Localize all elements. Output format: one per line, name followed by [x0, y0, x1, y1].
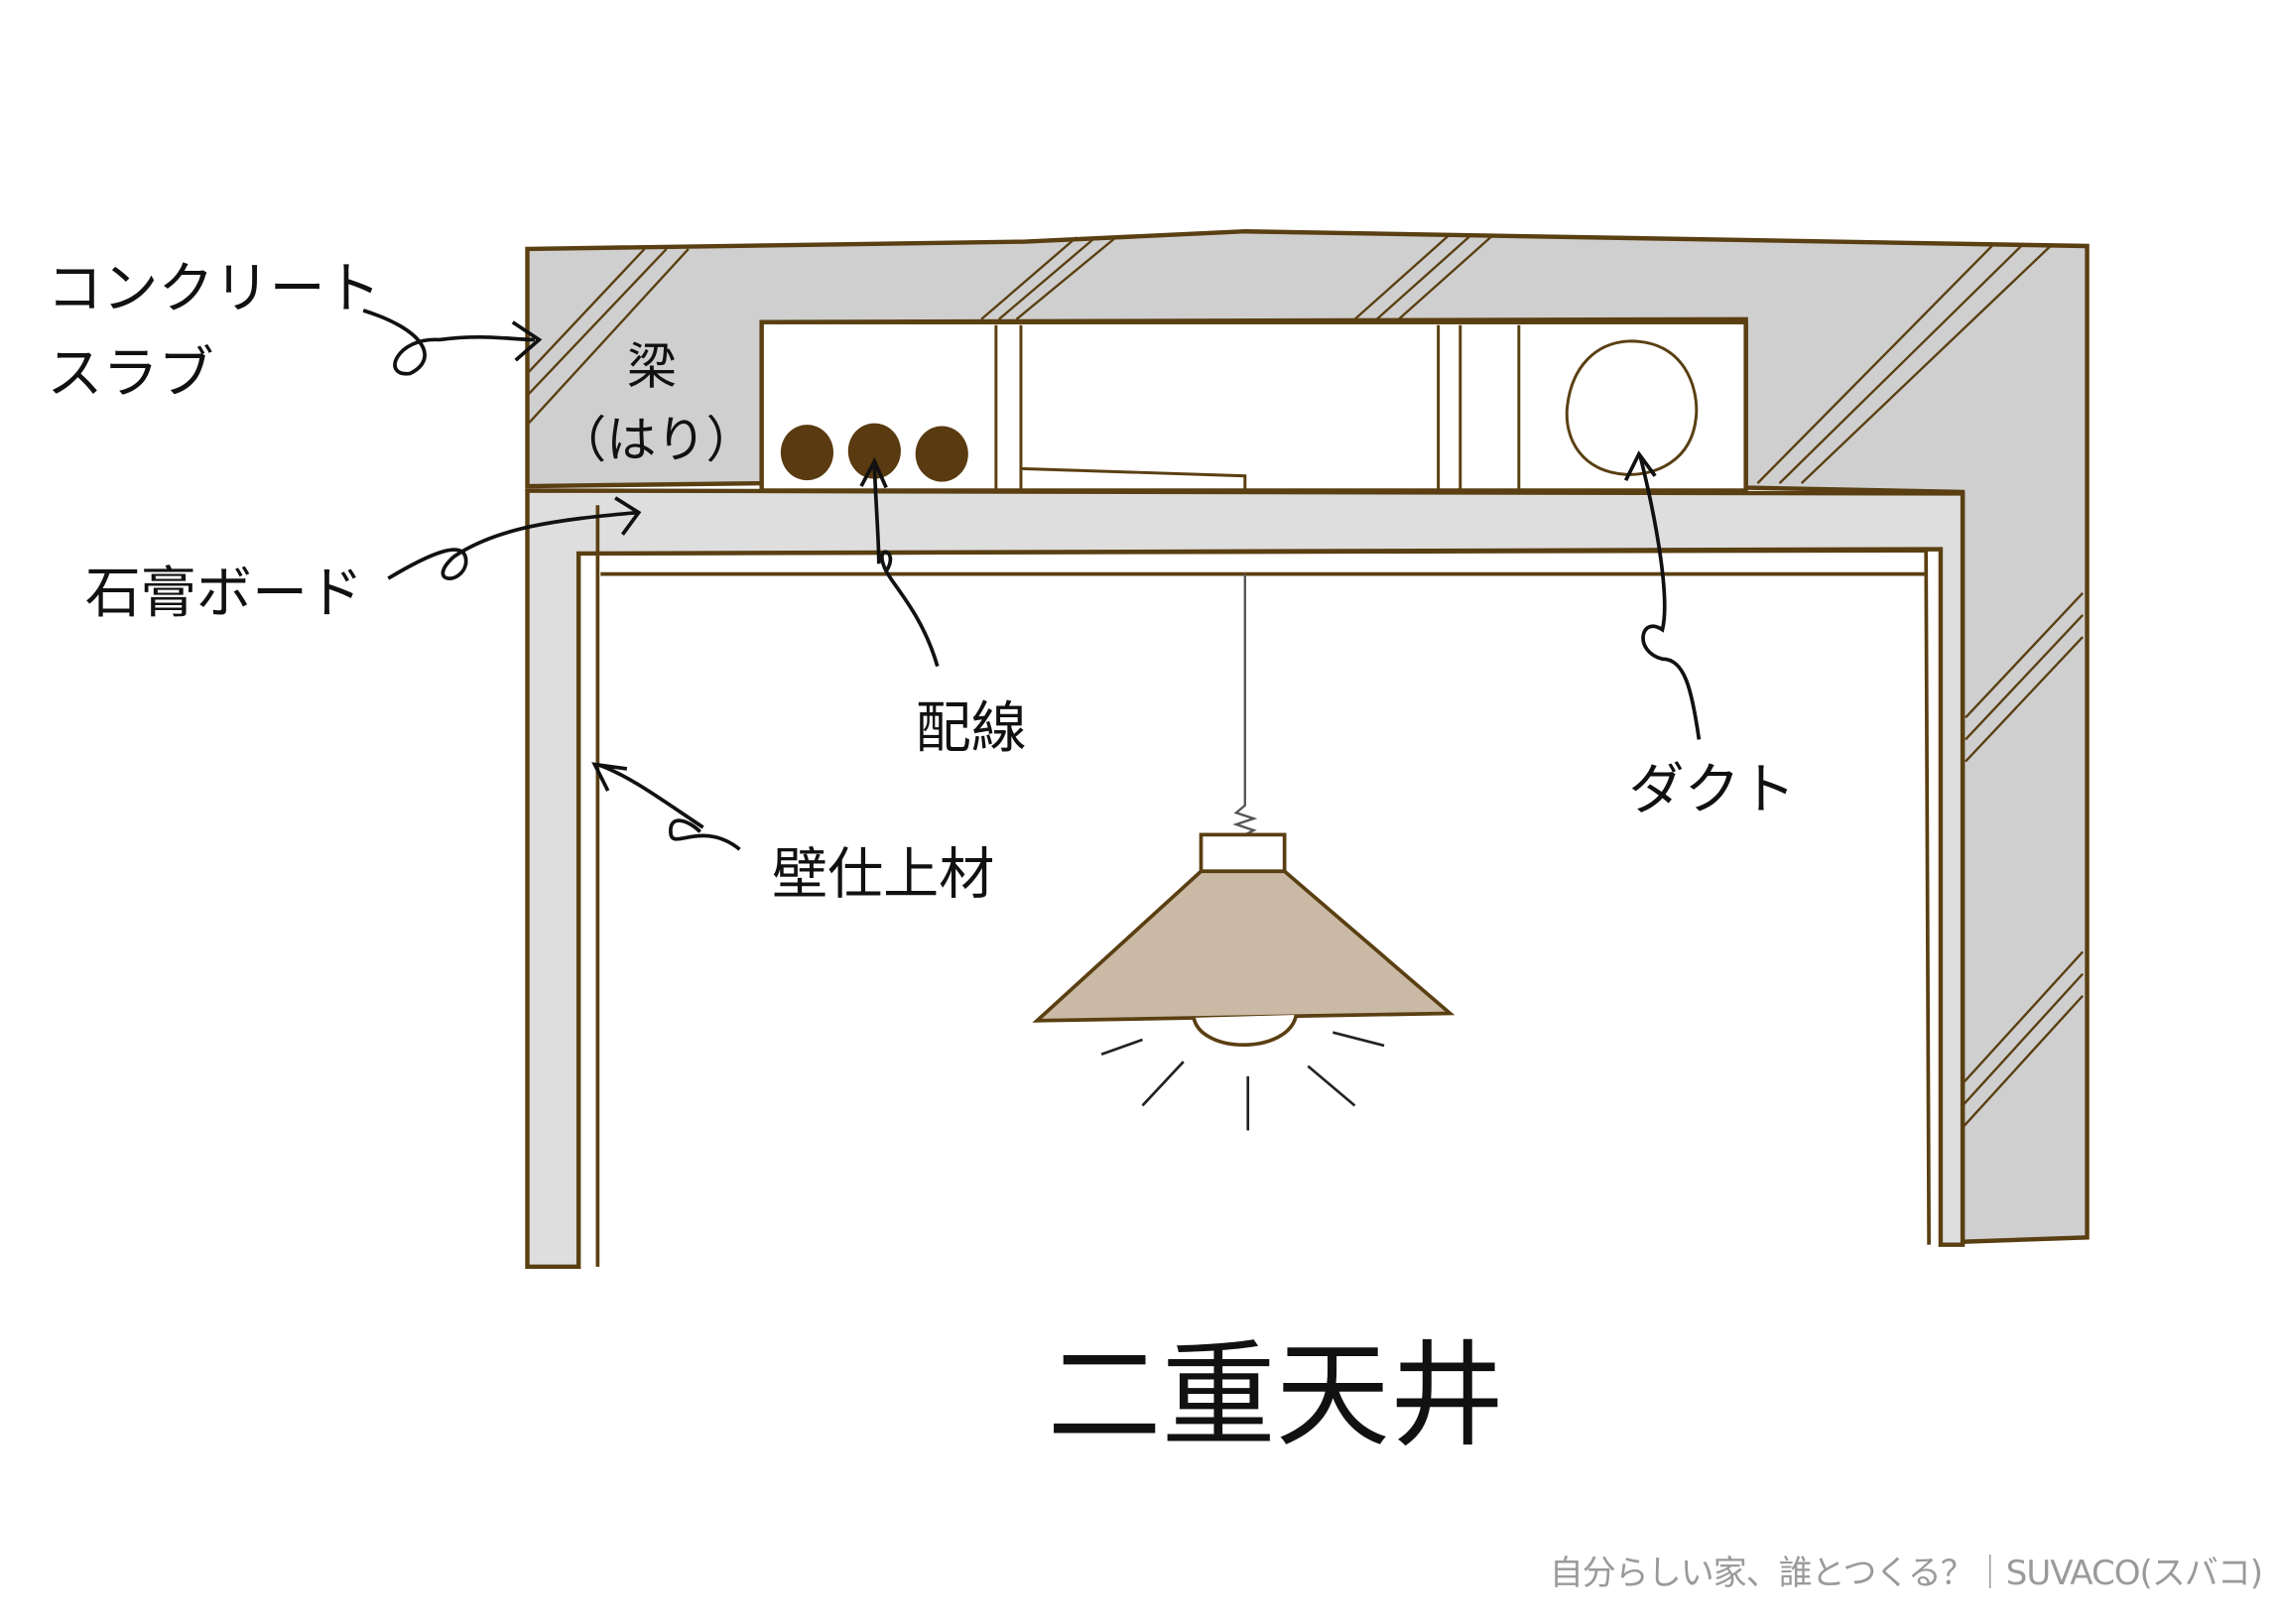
annotation-arrows	[362, 309, 1702, 851]
pendant-lamp	[1032, 573, 1456, 1131]
label-concrete-slab-line1: コンクリート	[47, 257, 380, 321]
label-wall-finish: 壁仕上材	[772, 842, 994, 907]
label-beam: 梁	[627, 337, 677, 396]
footer-credit: 自分らしい家、誰とつくる？｜SUVACO(スバコ)	[1549, 1554, 2263, 1593]
wiring-conduits	[780, 423, 968, 482]
label-gypsum-board: 石膏ボード	[85, 562, 363, 626]
label-beam-reading: （はり）	[557, 411, 756, 469]
ceiling-cavity	[759, 319, 1748, 493]
label-concrete-slab-line2: スラブ	[47, 342, 213, 407]
label-wiring: 配線	[916, 696, 1027, 761]
concrete-hatching	[526, 233, 2085, 1129]
gypsum-board	[525, 488, 1965, 1270]
diagram-title: 二重天井	[1048, 1330, 1505, 1463]
duct	[1565, 339, 1699, 476]
label-duct: ダクト	[1629, 758, 1796, 822]
wall-finish	[595, 505, 1931, 1267]
